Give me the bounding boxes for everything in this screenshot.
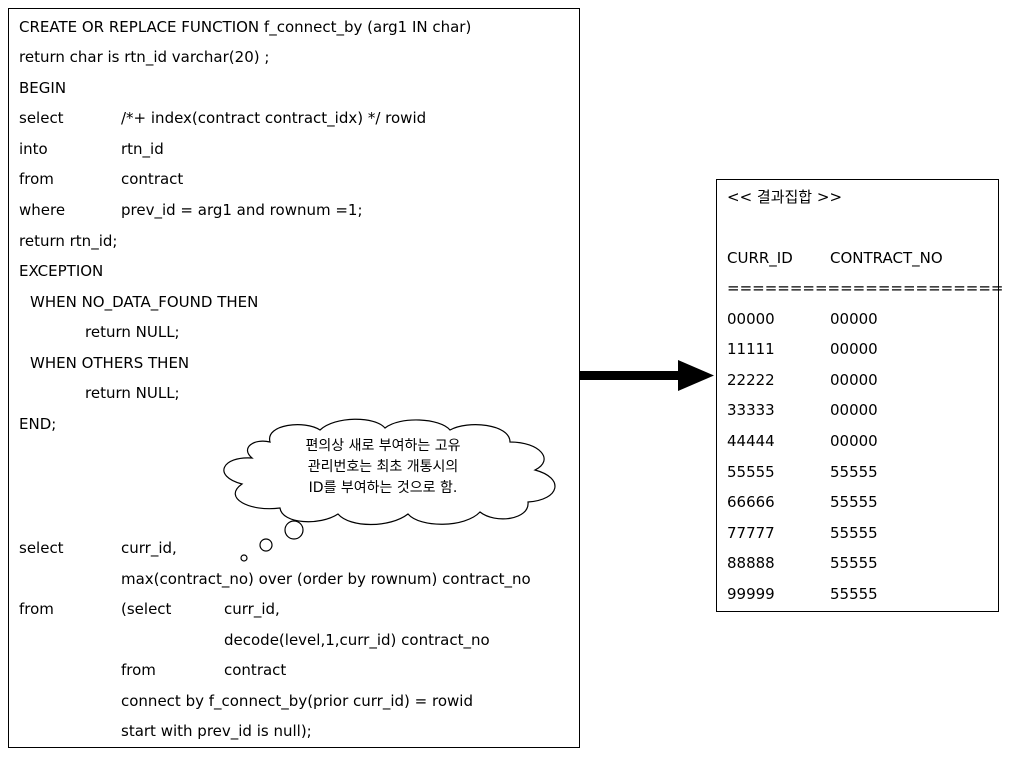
arrow-shaft [580, 371, 680, 380]
result-cell-contract-no: 00000 [830, 432, 878, 450]
cloud-note-line: 관리번호는 최초 개통시의 [307, 459, 459, 475]
cloud-note-line: ID를 부여하는 것으로 함. [308, 480, 458, 496]
result-cell-curr-id: 33333 [727, 401, 775, 419]
result-cell-curr-id: 55555 [727, 463, 775, 481]
code-text: (select [121, 600, 172, 618]
result-cell-contract-no: 55555 [830, 493, 878, 511]
right-arrow-icon [580, 360, 714, 391]
code-text: rtn_id [121, 140, 164, 158]
column-header-contract-no: CONTRACT_NO [830, 249, 943, 267]
arrow-head [678, 360, 714, 391]
result-cell-contract-no: 00000 [830, 340, 878, 358]
code-text: max(contract_no) over (order by rownum) … [121, 570, 531, 588]
result-cell-curr-id: 44444 [727, 432, 775, 450]
result-title: << 결과집합 >> [727, 188, 843, 206]
code-text: WHEN OTHERS THEN [30, 354, 190, 372]
code-panel: CREATE OR REPLACE FUNCTION f_connect_by … [8, 8, 580, 748]
result-cell-curr-id: 88888 [727, 554, 775, 572]
code-text: contract [224, 661, 287, 679]
code-text: return char is rtn_id varchar(20) ; [19, 48, 270, 66]
thought-cloud-icon [223, 418, 556, 562]
code-keyword: from [19, 170, 54, 188]
code-text: prev_id = arg1 and rownum =1; [121, 201, 363, 219]
code-keyword: select [19, 109, 64, 127]
result-cell-contract-no: 00000 [830, 310, 878, 328]
code-text: return NULL; [85, 323, 180, 341]
code-keyword: select [19, 539, 64, 557]
cloud-note: 편의상 새로 부여하는 고유 관리번호는 최초 개통시의 ID를 부여하는 것으… [248, 436, 518, 499]
result-panel: << 결과집합 >> CURR_ID CONTRACT_NO =========… [716, 179, 1004, 612]
code-text: WHEN NO_DATA_FOUND THEN [30, 293, 259, 311]
code-text: CREATE OR REPLACE FUNCTION f_connect_by … [19, 18, 472, 36]
code-keyword: from [121, 661, 156, 679]
code-text: connect by f_connect_by(prior curr_id) =… [121, 692, 473, 710]
code-text: EXCEPTION [19, 262, 104, 280]
result-cell-curr-id: 99999 [727, 585, 775, 603]
result-cell-contract-no: 55555 [830, 585, 878, 603]
code-text: return NULL; [85, 384, 180, 402]
thought-bubble-large [284, 520, 304, 540]
code-keyword: from [19, 600, 54, 618]
code-text: curr_id, [121, 539, 177, 557]
result-cell-curr-id: 66666 [727, 493, 775, 511]
result-cell-contract-no: 55555 [830, 463, 878, 481]
code-text: END; [19, 415, 57, 433]
result-cell-curr-id: 00000 [727, 310, 775, 328]
code-text: return rtn_id; [19, 232, 118, 250]
code-text: contract [121, 170, 184, 188]
result-cell-contract-no: 55555 [830, 554, 878, 572]
thought-bubble-small [240, 554, 248, 562]
thought-bubble-medium [259, 538, 273, 552]
result-cell-curr-id: 11111 [727, 340, 775, 358]
code-text: BEGIN [19, 79, 67, 97]
result-cell-contract-no: 00000 [830, 401, 878, 419]
result-cell-curr-id: 22222 [727, 371, 775, 389]
code-text: curr_id, [224, 600, 280, 618]
code-keyword: where [19, 201, 66, 219]
result-separator: ====================== [727, 279, 1004, 297]
result-cell-contract-no: 00000 [830, 371, 878, 389]
cloud-shape [223, 418, 556, 526]
result-cell-contract-no: 55555 [830, 524, 878, 542]
code-text: /*+ index(contract contract_idx) */ rowi… [121, 109, 427, 127]
code-text: decode(level,1,curr_id) contract_no [224, 631, 490, 649]
code-text: start with prev_id is null); [121, 722, 312, 740]
result-cell-curr-id: 77777 [727, 524, 775, 542]
cloud-note-line: 편의상 새로 부여하는 고유 [305, 438, 461, 454]
code-keyword: into [19, 140, 48, 158]
column-header-curr-id: CURR_ID [727, 249, 793, 267]
